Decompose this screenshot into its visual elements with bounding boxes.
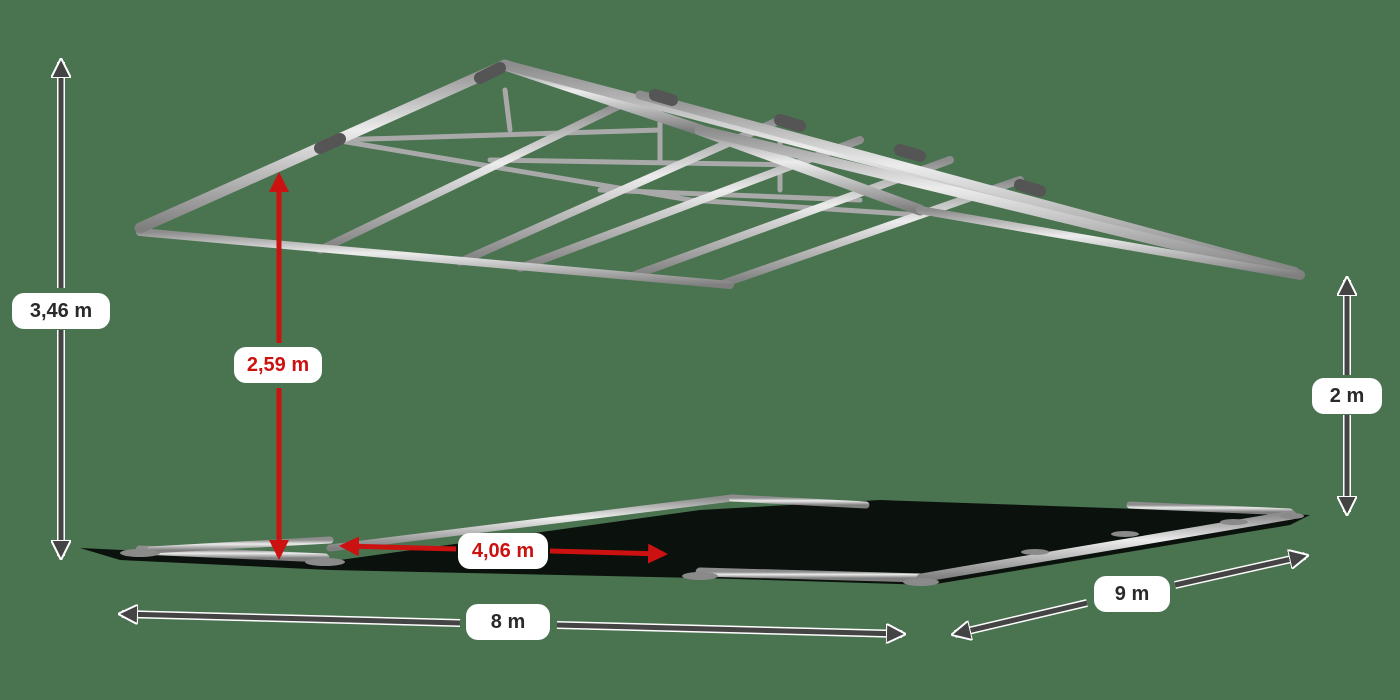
dimension-arrows: [61, 62, 1347, 634]
tent-frame-legs: [133, 135, 1299, 578]
tent-frame-base: [120, 510, 1304, 586]
total-height-label: 3,46 m: [12, 293, 110, 329]
side-height-label: 2 m: [1312, 378, 1382, 414]
width-label: 8 m: [466, 604, 550, 640]
length-label: 9 m: [1094, 576, 1170, 612]
width-arrow: [122, 614, 902, 634]
entrance-width-label: 4,06 m: [458, 533, 548, 569]
entrance-width-arrow: [339, 536, 668, 564]
entrance-arrows: [269, 172, 668, 564]
tent-frame-roof: [134, 59, 1305, 280]
entrance-height-label: 2,59 m: [234, 347, 322, 383]
length-arrow: [955, 556, 1305, 634]
